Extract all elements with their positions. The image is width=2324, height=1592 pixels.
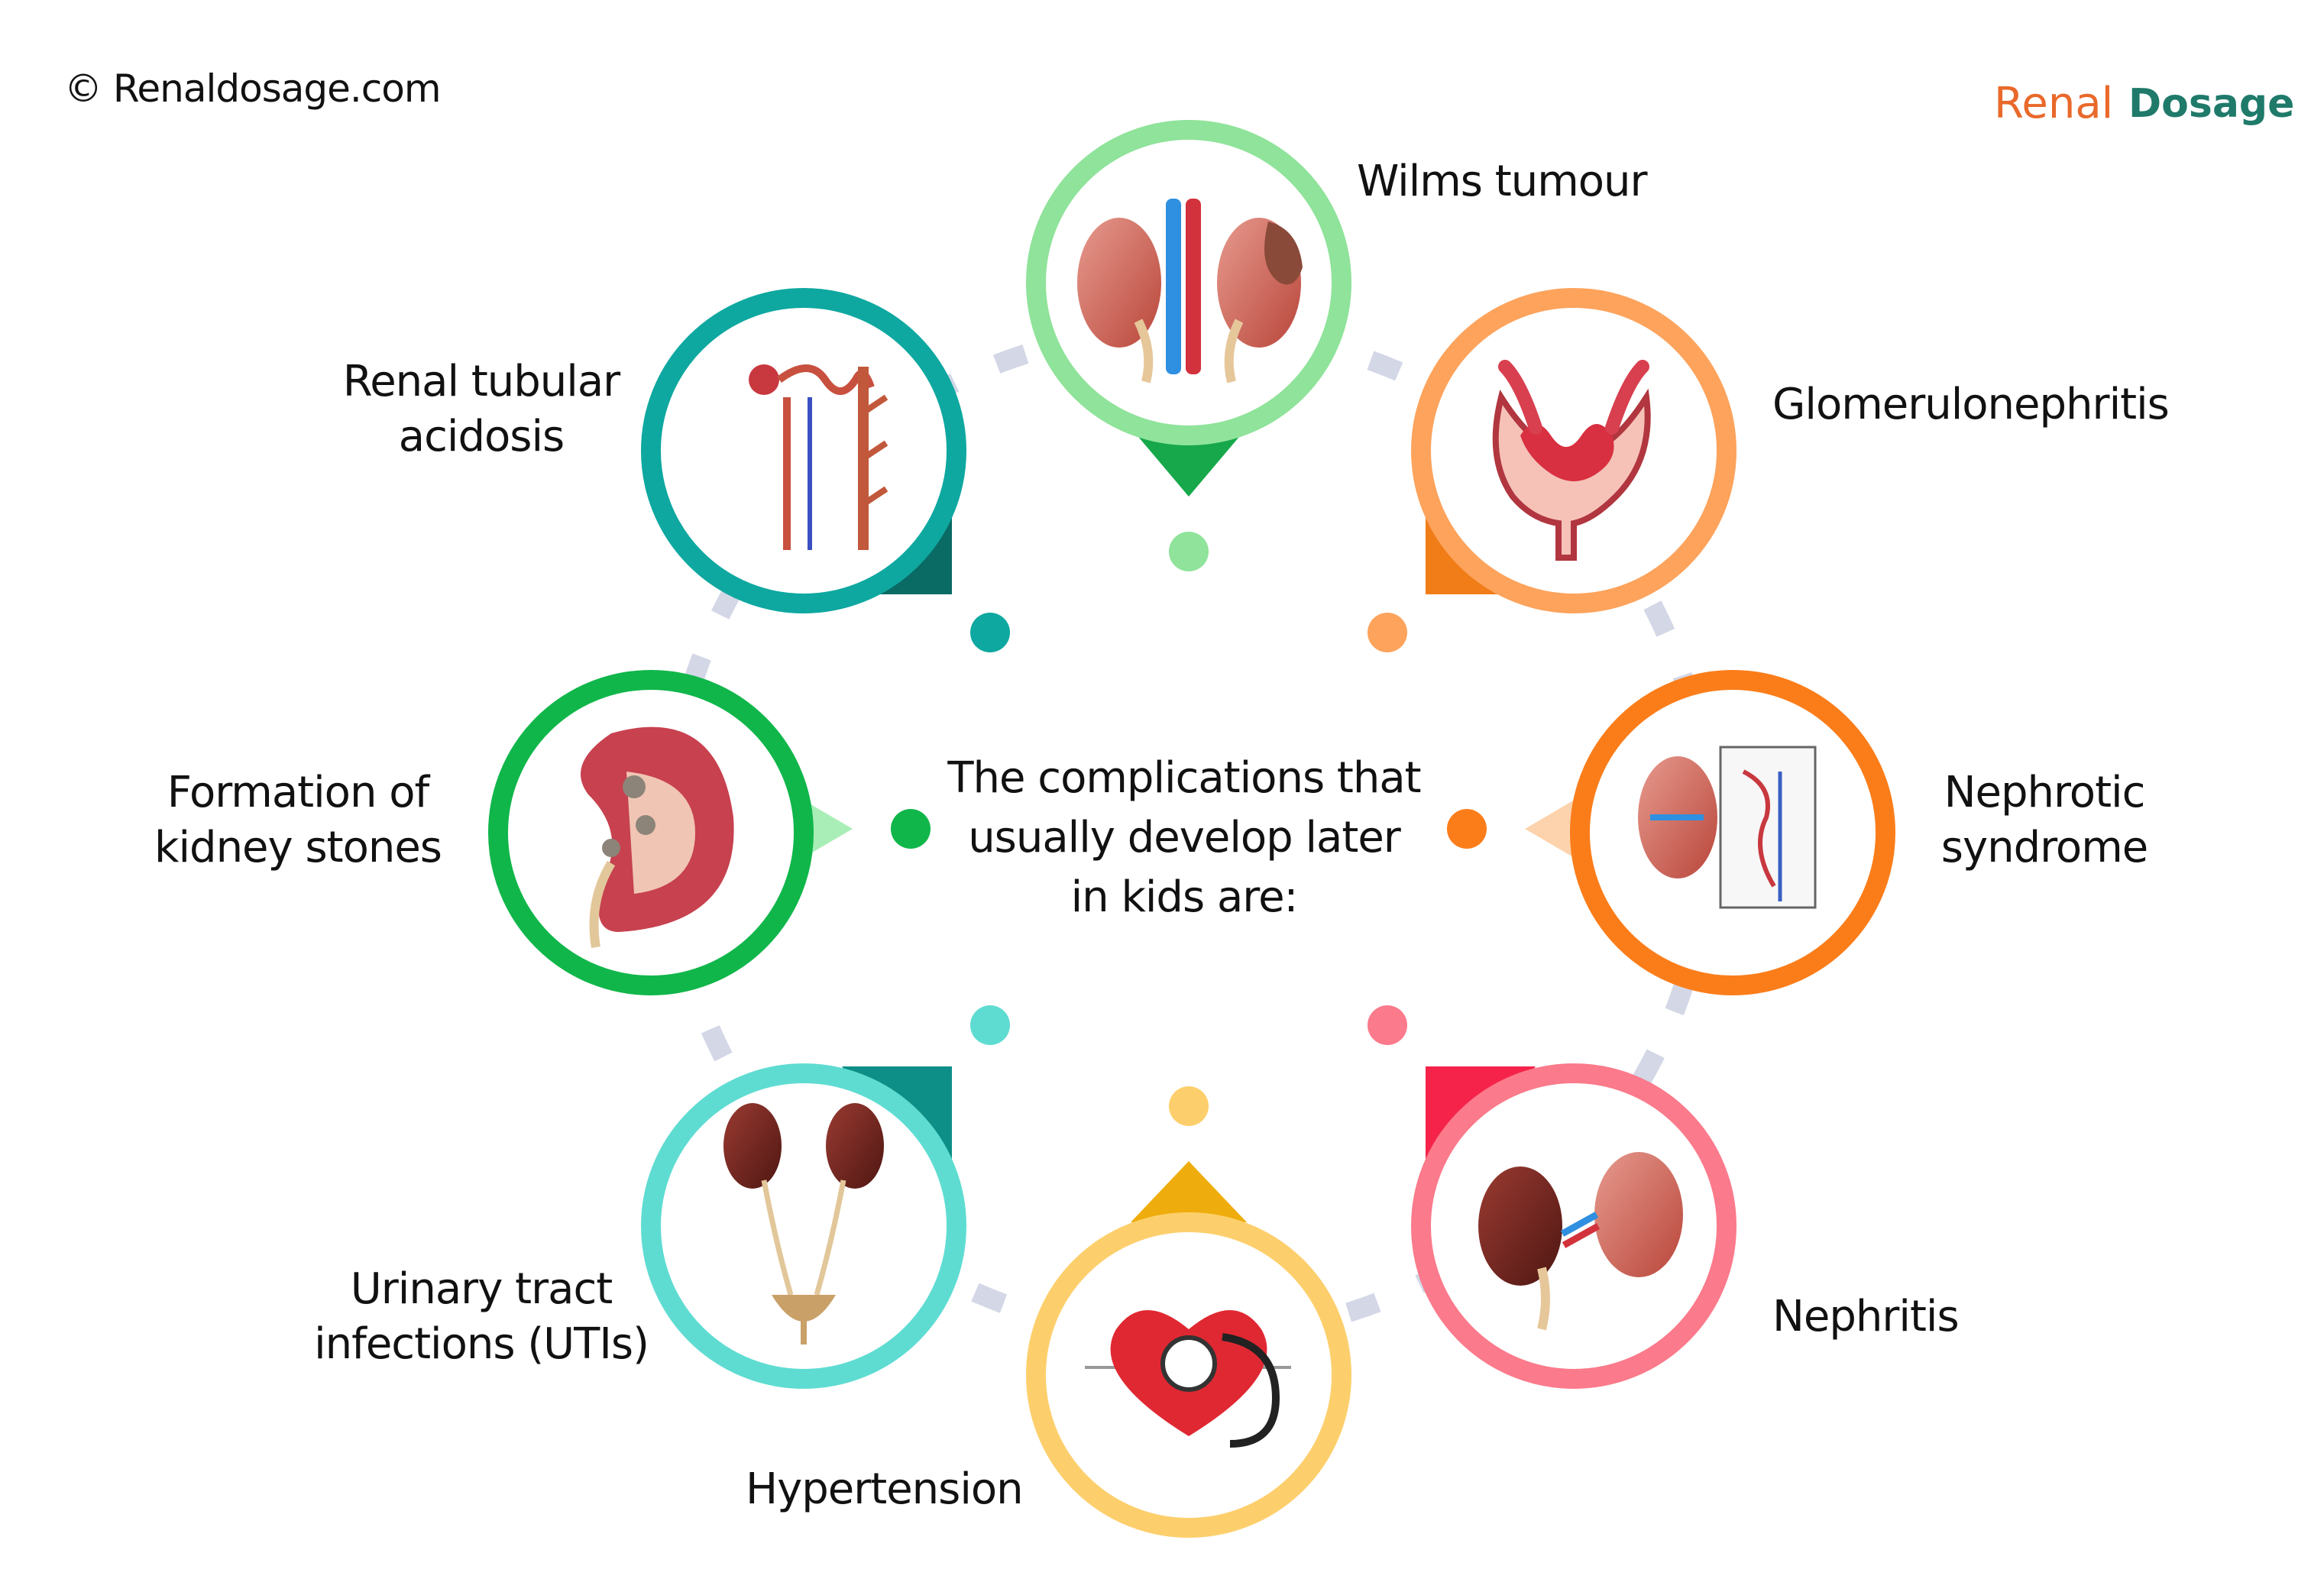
- kidney-tumor-icon: [1077, 199, 1303, 383]
- label-uti: Urinary tract infections (UTIs): [290, 1262, 672, 1372]
- label-nephrotic-syndrome-line2: syndrome: [1940, 823, 2148, 872]
- label-kidney-stones-line2: kidney stones: [154, 823, 442, 872]
- label-wilms-tumour: Wilms tumour: [1357, 154, 1648, 209]
- glomerulonephritis-node: [1411, 288, 1737, 613]
- nephrotic-syndrome-node: [1525, 670, 1895, 995]
- label-renal-tubular-acidosis-line2: acidosis: [398, 412, 565, 461]
- label-uti-line1: Urinary tract: [350, 1264, 613, 1314]
- label-glomerulonephritis-line1: Glomerulonephritis: [1772, 380, 2170, 429]
- center-title-line2: usually develop later: [968, 813, 1401, 862]
- label-renal-tubular-acidosis-line1: Renal tubular: [342, 357, 620, 406]
- center-title: The complications that usually develop l…: [917, 749, 1452, 927]
- urinary-system-icon: [723, 1103, 884, 1344]
- nephritis-node: [1411, 1063, 1737, 1389]
- glomerulus-icon: [1492, 360, 1651, 561]
- copyright-text: © Renaldosage.com: [64, 66, 442, 111]
- label-hypertension: Hypertension: [746, 1462, 1024, 1517]
- label-uti-line2: infections (UTIs): [314, 1319, 649, 1369]
- label-nephrotic-syndrome: Nephrotic syndrome: [1922, 765, 2167, 875]
- label-hypertension-line1: Hypertension: [746, 1464, 1024, 1514]
- renal-tubular-acidosis-node: [641, 288, 966, 613]
- label-kidney-stones: Formation of kidney stones: [138, 765, 458, 875]
- label-kidney-stones-line1: Formation of: [167, 768, 429, 817]
- label-wilms-tumour-line1: Wilms tumour: [1357, 157, 1648, 206]
- inner-dots: [891, 532, 1487, 1126]
- center-title-line3: in kids are:: [1070, 872, 1299, 922]
- nephron-diagram-icon: [1638, 746, 1817, 909]
- kidney-stones-node: [488, 670, 853, 995]
- label-glomerulonephritis: Glomerulonephritis: [1772, 377, 2170, 432]
- hypertension-node: [1026, 1161, 1351, 1538]
- kidney-stone-icon: [581, 726, 734, 948]
- label-renal-tubular-acidosis: Renal tubular acidosis: [321, 354, 642, 464]
- heart-stethoscope-icon: [1085, 1310, 1291, 1448]
- center-title-line1: The complications that: [947, 753, 1421, 803]
- label-nephritis: Nephritis: [1772, 1289, 1960, 1344]
- label-nephrotic-syndrome-line1: Nephrotic: [1944, 768, 2146, 817]
- uti-node: [641, 1063, 966, 1389]
- renal-tubule-icon: [749, 364, 888, 550]
- kidney-pair-icon: [1478, 1152, 1683, 1331]
- label-nephritis-line1: Nephritis: [1772, 1292, 1960, 1341]
- brand-word-renal: Renal: [1994, 79, 2114, 128]
- brand-word-dosage: Dosage: [2128, 81, 2295, 127]
- wilms-tumour-node: [1026, 120, 1351, 497]
